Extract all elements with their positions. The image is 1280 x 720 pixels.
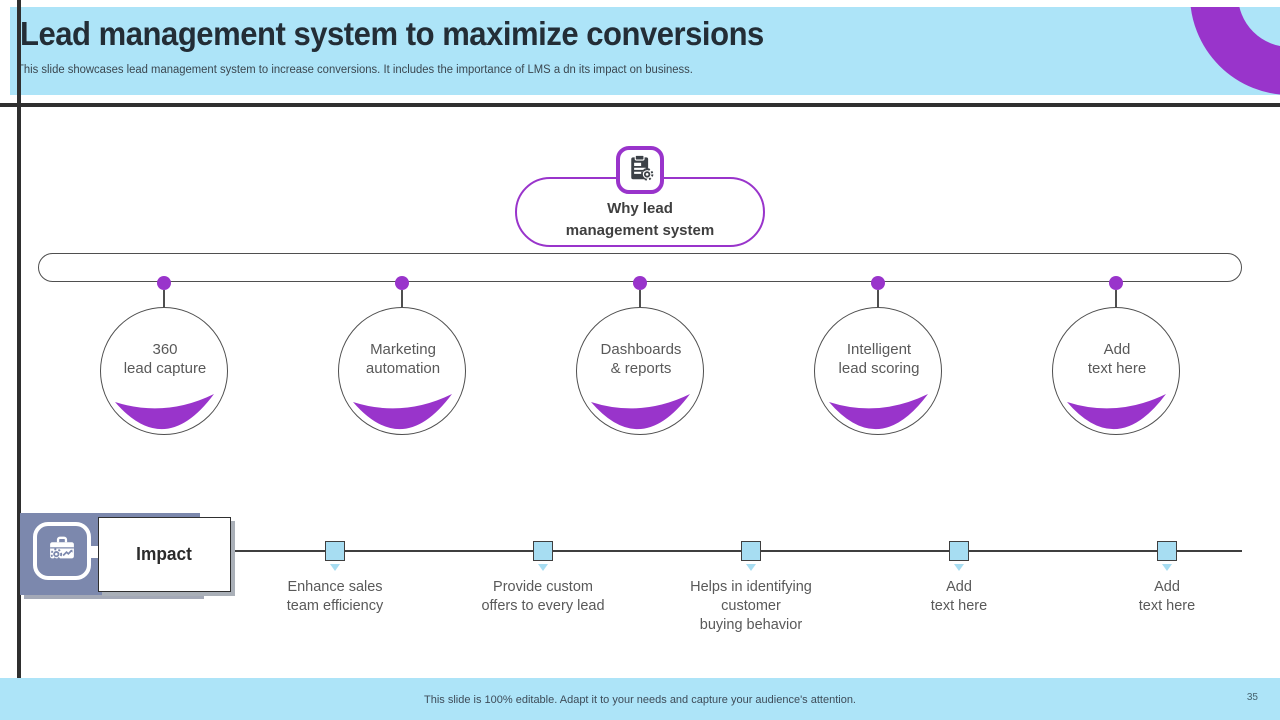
- timeline-marker-arrow: [538, 564, 548, 571]
- timeline-marker[interactable]: [741, 541, 761, 561]
- corner-ring-decoration: [1190, 7, 1280, 95]
- feature-circle-add-text[interactable]: Add text here: [1052, 307, 1180, 435]
- purple-swoosh-decoration: [115, 394, 214, 430]
- feature-circle-dashboards-reports[interactable]: Dashboards & reports: [576, 307, 704, 435]
- timeline-marker-arrow: [1162, 564, 1172, 571]
- clipboard-gear-icon: [625, 153, 655, 188]
- page-number: 35: [1246, 692, 1258, 703]
- briefcase-gear-icon: [45, 532, 79, 571]
- purple-swoosh-decoration: [1067, 394, 1166, 430]
- impact-icon-badge[interactable]: [33, 522, 91, 580]
- track-dot: [157, 276, 171, 290]
- feature-label: Intelligent lead scoring: [838, 341, 920, 377]
- impact-item-label: Add text here: [1138, 579, 1196, 615]
- footer-bar: [0, 678, 1280, 720]
- impact-timeline-line: [231, 550, 1242, 552]
- feature-label: 360 lead capture: [123, 341, 207, 377]
- track-dot: [395, 276, 409, 290]
- header-divider-line: [0, 103, 1280, 107]
- track-stick: [1115, 290, 1117, 307]
- impact-item-label: Provide custom offers to every lead: [481, 579, 605, 615]
- timeline-marker-arrow: [746, 564, 756, 571]
- timeline-marker[interactable]: [533, 541, 553, 561]
- track-dot: [1109, 276, 1123, 290]
- impact-heading-card[interactable]: Impact: [98, 517, 231, 592]
- track-dot: [633, 276, 647, 290]
- track-stick: [163, 290, 165, 307]
- timeline-marker[interactable]: [949, 541, 969, 561]
- track-stick: [639, 290, 641, 307]
- timeline-marker[interactable]: [325, 541, 345, 561]
- footer-note: This slide is 100% editable. Adapt it to…: [424, 694, 856, 706]
- left-accent-line: [17, 0, 21, 678]
- impact-item-label: Helps in identifying customer buying beh…: [690, 579, 812, 634]
- slide-header: [10, 7, 1280, 95]
- impact-item-label: Add text here: [930, 579, 988, 615]
- timeline-marker[interactable]: [1157, 541, 1177, 561]
- feature-label: Marketing automation: [365, 341, 441, 377]
- track-stick: [877, 290, 879, 307]
- purple-swoosh-decoration: [829, 394, 928, 430]
- purple-swoosh-decoration: [353, 394, 452, 430]
- timeline-marker-arrow: [330, 564, 340, 571]
- why-lead-label: Why lead management system: [565, 200, 715, 239]
- purple-swoosh-decoration: [591, 394, 690, 430]
- slide-title: Lead management system to maximize conve…: [20, 15, 764, 52]
- feature-circle-360-lead-capture[interactable]: 360 lead capture: [100, 307, 228, 435]
- track-dot: [871, 276, 885, 290]
- slide-subtitle: This slide showcases lead management sys…: [17, 64, 693, 76]
- feature-circle-intelligent-lead-scoring[interactable]: Intelligent lead scoring: [814, 307, 942, 435]
- feature-label: Dashboards & reports: [600, 341, 682, 377]
- impact-item-label: Enhance sales team efficiency: [286, 579, 384, 615]
- feature-label: Add text here: [1087, 341, 1147, 377]
- feature-circle-marketing-automation[interactable]: Marketing automation: [338, 307, 466, 435]
- track-stick: [401, 290, 403, 307]
- why-lead-icon-badge[interactable]: [616, 146, 664, 194]
- impact-heading: Impact: [136, 544, 193, 564]
- timeline-marker-arrow: [954, 564, 964, 571]
